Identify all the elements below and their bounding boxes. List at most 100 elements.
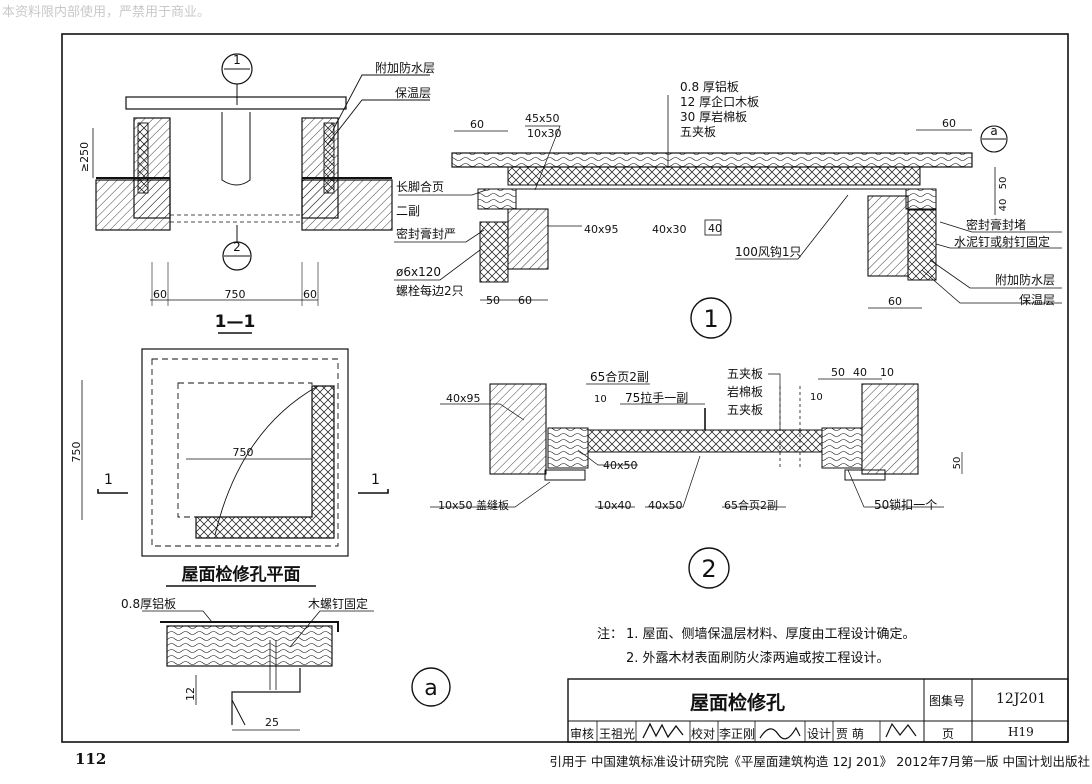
detail-1-ref-a-circle — [980, 125, 1008, 153]
detail-a-mark: a — [424, 676, 437, 701]
layer-plywood-1: 五夹板 — [727, 367, 763, 381]
label-cover-board: 10x50 盖缝板 — [438, 498, 509, 512]
dim-10-top: 10 — [880, 366, 894, 379]
title-block — [567, 678, 1069, 743]
atlas-number: 12J201 — [996, 691, 1047, 707]
cut-mark-left: 1 — [104, 472, 113, 488]
detail-a: 0.8厚铝板 木螺钉固定 12 25 a — [121, 596, 451, 731]
dim-60-right: 60 — [303, 288, 317, 301]
dim-12: 12 — [184, 687, 197, 701]
page-label: 页 — [942, 727, 955, 741]
label-40x95: 40x95 — [446, 392, 481, 405]
dim-60-bottom: 60 — [888, 295, 902, 308]
page-number: 112 — [75, 750, 107, 768]
dim-40: 40 — [708, 222, 722, 235]
label-hinge65: 65合页2副 — [590, 369, 649, 384]
dim-side-750: 750 — [70, 442, 83, 463]
note-2: 2. 外露木材表面刷防火漆两遍或按工程设计。 — [626, 650, 890, 666]
detail-2: 40x95 65合页2副 10 75拉手一副 40x50 10x50 盖缝板 1… — [430, 366, 963, 589]
dim-40x30: 40x30 — [652, 223, 687, 236]
label-hinge65b: 65合页2副 — [724, 498, 778, 512]
notes: 注： 1. 屋面、侧墙保温层材料、厚度由工程设计确定。 2. 外露木材表面刷防火… — [597, 626, 916, 666]
dim-10x30: 10x30 — [527, 127, 562, 140]
reviewer-name: 王祖光 — [599, 727, 636, 741]
signature-designer — [885, 722, 917, 738]
dim-40x95: 40x95 — [584, 223, 619, 236]
plan-view: 750 750 1 1 屋面检修孔平面 — [70, 348, 389, 587]
label-long-hinge: 长脚合页 — [396, 179, 444, 194]
label-waterproof: 附加防水层 — [995, 272, 1055, 287]
detail-2-mark-circle — [688, 547, 730, 589]
citation-text: 引用于 中国建筑标准设计研究院《平屋面建筑构造 12J 201》 2012年7月… — [549, 754, 1090, 769]
label-bolt-qty: 螺栓每边2只 — [396, 283, 464, 298]
checker-name: 李正刚 — [719, 727, 756, 741]
design-label: 设计 — [807, 727, 832, 741]
dim-40-top: 40 — [853, 366, 867, 379]
dim-10-side: 10 — [810, 392, 823, 403]
dim-v50-right: 50 — [952, 457, 963, 470]
label-seal: 密封膏封严 — [396, 226, 456, 241]
dim-45x50: 45x50 — [525, 112, 560, 125]
label-added-waterproof: 附加防水层 — [375, 60, 435, 75]
drawing-title: 屋面检修孔 — [690, 692, 786, 714]
label-aluminum-sheet: 0.8厚铝板 — [121, 596, 176, 611]
label-insulation-right: 保温层 — [1019, 293, 1055, 307]
dim-25: 25 — [265, 716, 279, 729]
watermark-text: 本资料限内部使用，严禁用于商业。 — [2, 5, 211, 20]
mark-bottom: 2 — [233, 240, 241, 254]
label-40x50: 40x50 — [603, 459, 638, 472]
layer-plywood: 五夹板 — [680, 125, 716, 139]
layer-rock-wool-2: 岩棉板 — [727, 384, 763, 399]
dim-v50: 50 — [998, 177, 1009, 190]
dim-v40: 40 — [998, 199, 1009, 212]
label-40x50b: 40x50 — [648, 499, 683, 512]
label-hinge-qty: 二副 — [396, 204, 420, 218]
section-title: 1—1 — [215, 312, 256, 332]
detail-ref-2-bottom — [222, 241, 252, 271]
detail-1-mark: 1 — [703, 305, 718, 333]
dim-60-top-right: 60 — [942, 117, 956, 130]
detail-2-mark: 2 — [701, 555, 716, 583]
label-10x40: 10x40 — [597, 499, 632, 512]
detail-1: 0.8 厚铝板 12 厚企口木板 30 厚岩棉板 五夹板 60 45x50 10… — [394, 79, 1062, 339]
dim-50-top: 50 — [831, 366, 845, 379]
layer-wood-board: 12 厚企口木板 — [680, 94, 759, 109]
plan-title: 屋面检修孔平面 — [182, 564, 301, 585]
dim-750: 750 — [225, 288, 246, 301]
label-insulation: 保温层 — [395, 86, 431, 100]
drawing-frame — [61, 33, 1069, 743]
cut-mark-right: 1 — [371, 472, 380, 488]
mark-top: 1 — [233, 53, 241, 67]
page-code: H19 — [1008, 725, 1034, 739]
dim-60-left: 60 — [153, 288, 167, 301]
label-wood-screw: 木螺钉固定 — [308, 596, 368, 611]
signature-checker — [759, 726, 801, 740]
label-bolt: ø6x120 — [396, 265, 441, 279]
label-seal-wall: 密封膏封堵 — [966, 217, 1026, 232]
signature-reviewer — [642, 722, 684, 739]
review-label: 审核 — [570, 727, 595, 741]
detail-1-mark-circle — [690, 297, 732, 339]
notes-prefix: 注： — [597, 627, 623, 642]
designer-name: 贾 萌 — [836, 727, 864, 741]
layer-aluminum: 0.8 厚铝板 — [680, 79, 739, 94]
check-label: 校对 — [691, 727, 716, 741]
layer-rock-wool: 30 厚岩棉板 — [680, 109, 747, 124]
detail-a-mark-circle — [411, 667, 451, 707]
layer-plywood-2: 五夹板 — [727, 403, 763, 417]
label-wind-hook: 100风钩1只 — [735, 245, 802, 259]
detail-1-ref-a: a — [990, 124, 997, 138]
note-1: 1. 屋面、侧墙保温层材料、厚度由工程设计确定。 — [626, 626, 916, 642]
dim-50: 50 — [486, 294, 500, 307]
label-handle: 75拉手一副 — [625, 390, 688, 405]
section-1-1: 1 附加防水层 保温层 ≥250 2 60 — [78, 53, 435, 334]
label-nail: 水泥钉或射钉固定 — [954, 234, 1050, 249]
dim-60b: 60 — [518, 294, 532, 307]
dim-inner-750: 750 — [233, 446, 254, 459]
dim-height: ≥250 — [78, 142, 91, 172]
label-latch: 50锁扣一个 — [874, 497, 937, 512]
dim-60-top-left: 60 — [470, 118, 484, 131]
atlas-label: 图集号 — [929, 694, 966, 708]
dim-10: 10 — [594, 394, 607, 405]
